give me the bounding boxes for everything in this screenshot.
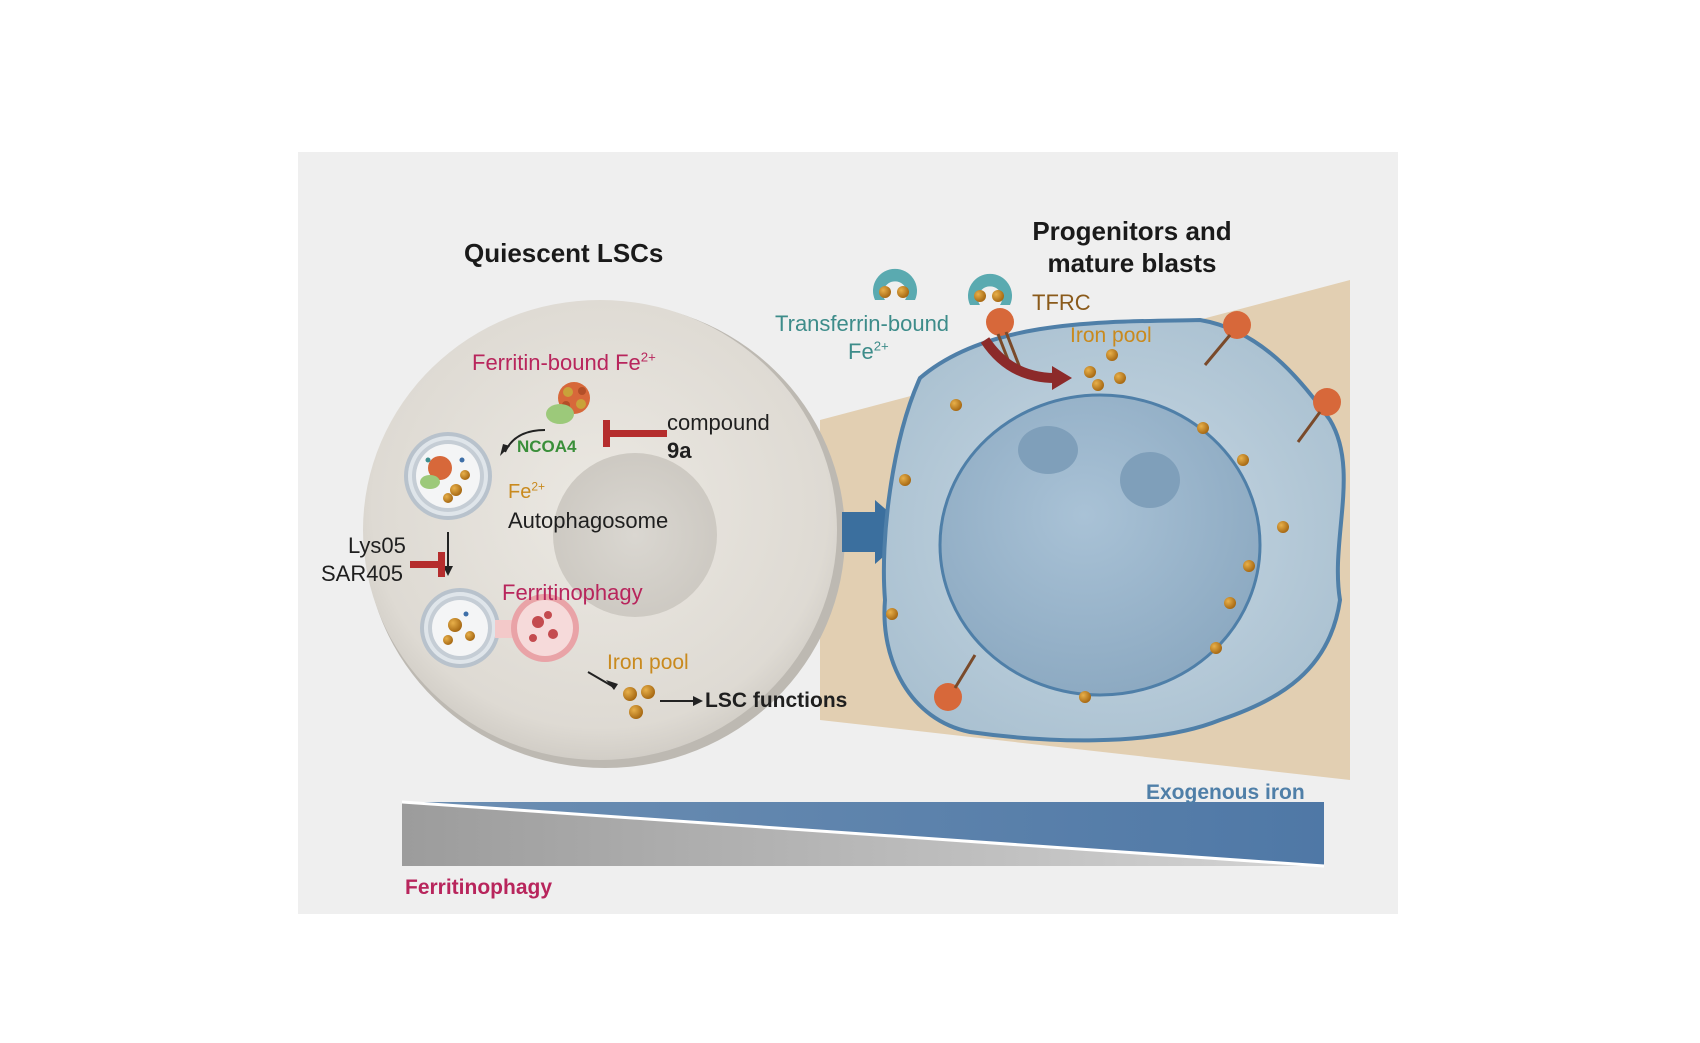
lsc-iron-pool-label: Iron pool	[607, 651, 689, 674]
gradient-bar	[401, 800, 1325, 868]
tfrc-receptor-3	[934, 654, 977, 711]
blast-title-line2: mature blasts	[1047, 248, 1217, 278]
sar405-label: SAR405	[321, 561, 403, 586]
ferritin-bound-label: Ferritin-bound Fe2+	[472, 349, 656, 375]
transferrin-icon	[873, 268, 917, 300]
blast-iron-dots	[886, 349, 1289, 703]
iron-import-arrow	[980, 337, 1056, 383]
ncoa4-icon	[546, 404, 574, 424]
transferrin-label-line2: Fe2+	[848, 338, 889, 364]
transition-arrow	[842, 500, 912, 564]
nucleolus-1	[1018, 426, 1078, 474]
iron-pool-arrow-in	[587, 671, 613, 687]
lsc-title: Quiescent LSCs	[464, 238, 664, 268]
gradient-ferritinophagy-label: Ferritinophagy	[405, 876, 553, 899]
nucleolus-2	[1120, 452, 1180, 508]
autophagosome-label: Autophagosome	[508, 508, 669, 533]
exogenous-iron-label: Exogenous iron	[1146, 781, 1305, 804]
autophagosome-icon	[404, 432, 492, 520]
blast-iron-pool-label: Iron pool	[1070, 324, 1152, 347]
tfrc-label: TFRC	[1032, 290, 1091, 315]
lsc-functions-label: LSC functions	[705, 689, 848, 712]
ferritinophagy-label: Ferritinophagy	[502, 580, 643, 605]
blast-title-line1: Progenitors and	[1032, 216, 1232, 246]
transferrin-label-line1: Transferrin-bound	[775, 311, 950, 336]
autolysosome-icon	[420, 588, 579, 668]
lsc-iron-pool	[623, 685, 655, 719]
fe-label: Fe2+	[508, 479, 546, 503]
compound-label-line2: 9a	[667, 438, 692, 463]
compound-9a-inhibitor	[603, 420, 667, 447]
tfrc-receptor-1	[1203, 311, 1251, 366]
tfrc-receptor-2	[1296, 388, 1341, 443]
lys05-label: Lys05	[348, 533, 406, 558]
lys05-inhibitor	[410, 552, 445, 577]
blast-nucleus	[938, 393, 1262, 697]
compound-label-line1: compound	[667, 410, 770, 435]
ncoa4-label: NCOA4	[517, 437, 577, 456]
lsc-nucleus	[553, 453, 717, 617]
